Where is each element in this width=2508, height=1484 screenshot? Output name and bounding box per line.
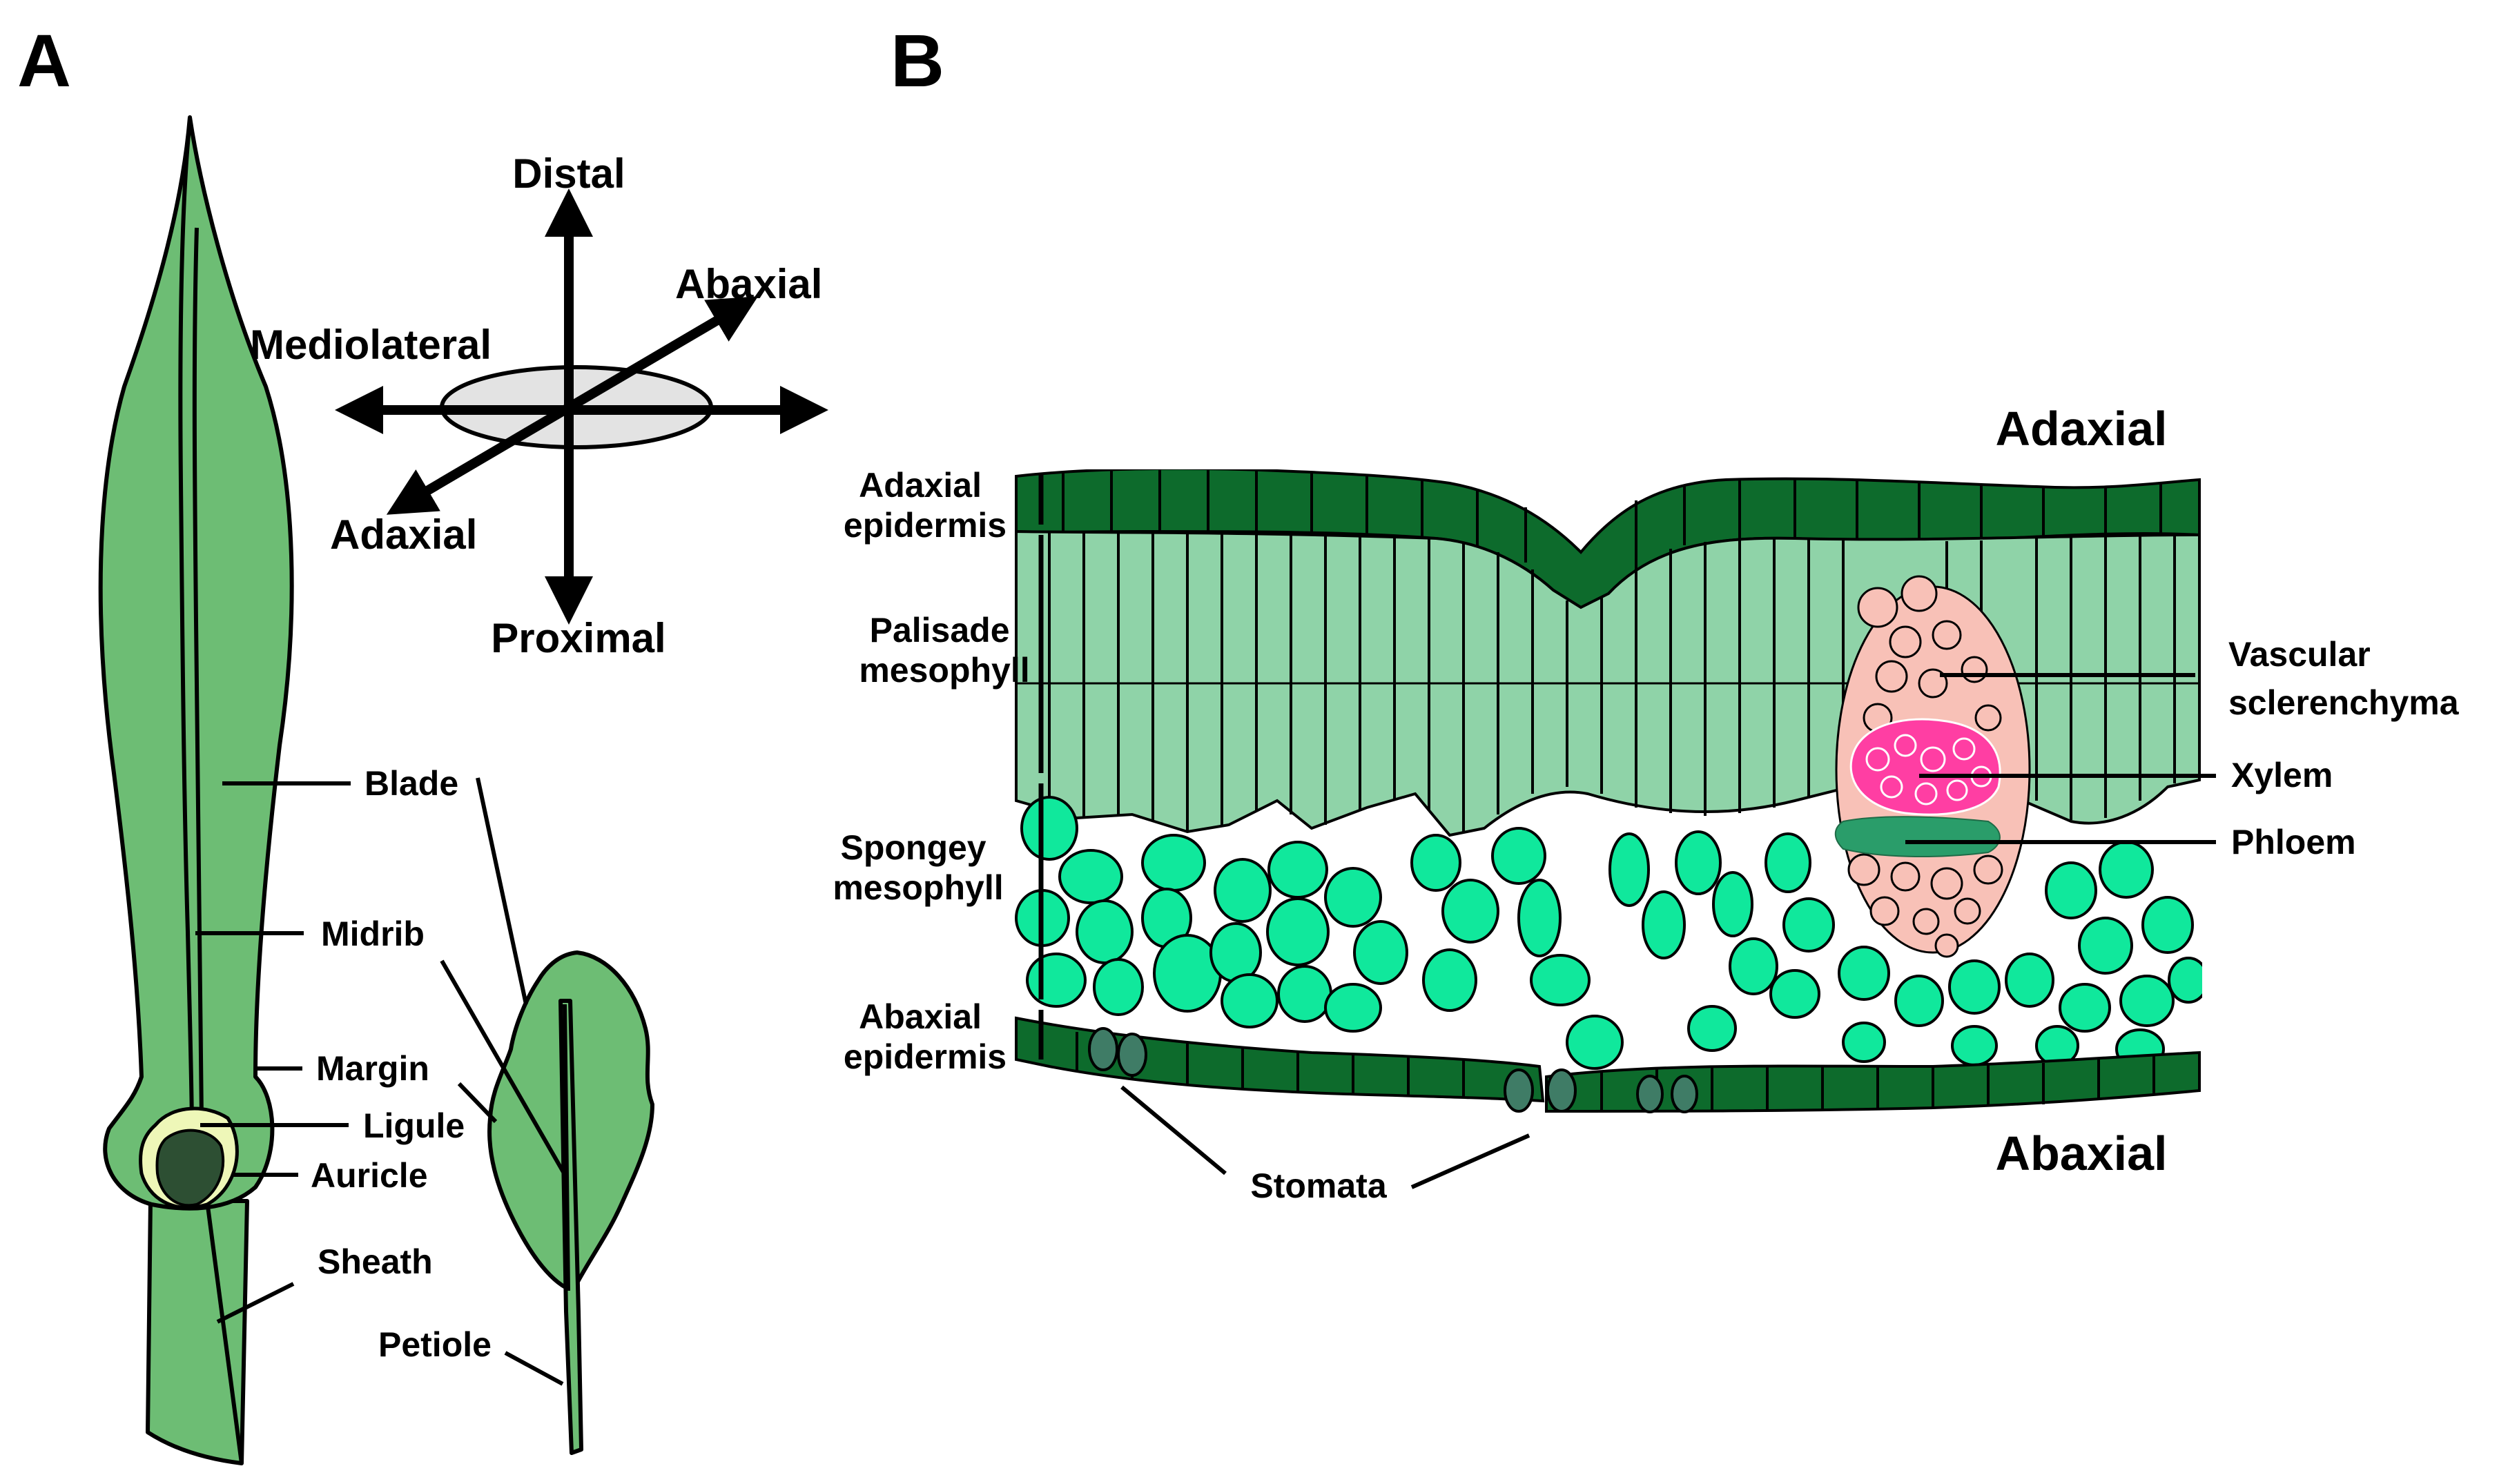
sclerenchyma-cells <box>1847 575 2003 958</box>
stomata-label-group: Stomata <box>1120 1085 1530 1205</box>
label-surface-abaxial: Abaxial <box>1996 1126 2168 1180</box>
petiole-leader-line <box>504 1351 564 1386</box>
sheath-leader-line <box>216 1282 295 1324</box>
margin-leader-line-dicot <box>457 1082 498 1124</box>
vascular-bundle <box>1834 575 2031 958</box>
stomata-guard-cells <box>1088 1027 1698 1113</box>
layer-labels: Adaxial epidermis Palisade mesophyll Spo… <box>833 466 1029 1076</box>
dicot-leaf-midrib <box>563 1004 570 1291</box>
label-margin: Margin <box>316 1049 429 1088</box>
label-ligule: Ligule <box>363 1106 465 1145</box>
grass-leaf-midrib <box>178 120 194 1133</box>
label-blade: Blade <box>364 764 458 803</box>
blade-leader-line-dicot <box>476 777 528 1005</box>
xylem <box>1849 718 2001 816</box>
leaf-cross-section <box>1015 469 2202 1113</box>
axis-label-distal: Distal <box>512 150 625 197</box>
phloem <box>1834 816 2001 858</box>
stomata-leader-line-left <box>1120 1085 1227 1175</box>
dicot-leaf-illustration <box>487 950 654 1455</box>
label-surface-adaxial: Adaxial <box>1996 402 2168 456</box>
adaxial-abaxial-axis-arrow <box>386 296 759 515</box>
axis-label-proximal: Proximal <box>491 615 665 661</box>
panel-b-label: B <box>891 19 944 102</box>
palisade-cell-walls <box>1016 532 2199 832</box>
axis-label-mediolateral: Mediolateral <box>250 322 492 368</box>
midrib-leader-line-dicot <box>440 959 568 1178</box>
grass-leaf-sheath-seam <box>205 1200 244 1464</box>
grass-leaf-illustration <box>98 115 294 1465</box>
panel-a-label: A <box>17 19 71 102</box>
label-auricle: Auricle <box>311 1156 428 1195</box>
label-spongey-mesophyll: Spongey mesophyll <box>833 828 1003 907</box>
adaxial-epidermis-cell-walls <box>1062 469 2162 563</box>
label-midrib: Midrib <box>321 915 425 953</box>
label-stomata: Stomata <box>1250 1166 1387 1205</box>
label-abaxial-epidermis: Abaxial epidermis <box>844 997 1007 1076</box>
label-adaxial-epidermis: Adaxial epidermis <box>844 466 1007 545</box>
axis-diagram: Distal Proximal Abaxial Adaxial Mediolat… <box>250 150 828 661</box>
label-vascular-sclerenchyma: Vascular sclerenchyma <box>2228 635 2460 722</box>
label-sheath: Sheath <box>318 1242 433 1281</box>
ligule <box>155 1129 225 1207</box>
label-phloem: Phloem <box>2231 823 2356 861</box>
spongey-mesophyll-layer <box>1015 796 2202 1070</box>
stomata-leader-line-right <box>1410 1133 1530 1189</box>
tissue-labels: Vascular sclerenchyma Xylem Phloem <box>1905 635 2460 861</box>
abaxial-epidermis-layer <box>1015 1016 1545 1103</box>
panel-a-labels: Blade Midrib Margin Ligule Auricle Sheat… <box>195 764 568 1386</box>
axis-label-adaxial: Adaxial <box>330 511 477 558</box>
axis-label-abaxial: Abaxial <box>675 261 822 307</box>
grass-leaf-sheath <box>146 1199 249 1465</box>
label-palisade-mesophyll: Palisade mesophyll <box>859 611 1029 690</box>
grass-leaf-midrib-edge <box>192 227 204 1119</box>
label-petiole: Petiole <box>378 1325 492 1364</box>
label-xylem: Xylem <box>2231 756 2333 794</box>
